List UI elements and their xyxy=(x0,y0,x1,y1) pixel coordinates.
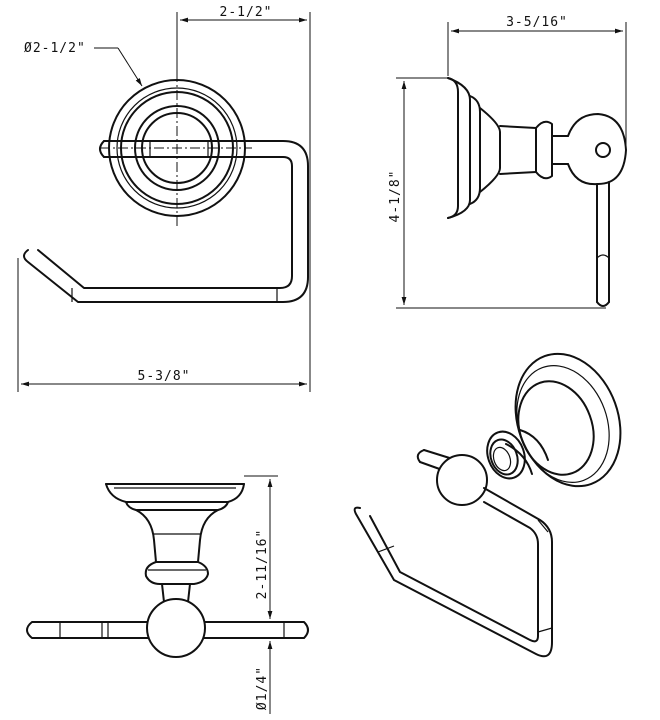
collar xyxy=(144,561,209,585)
end-ball-top-view xyxy=(146,598,206,658)
dim-overall-width-label: 5-3/8" xyxy=(138,369,191,384)
dim-rod-diameter-label: Ø1/4" xyxy=(255,666,270,710)
neck-flare-left xyxy=(135,509,157,563)
iso-arm-inner xyxy=(369,501,539,643)
iso-rosette-ring-3 xyxy=(517,380,595,476)
paper-holder-arm-outer xyxy=(23,140,309,303)
rod-top-view xyxy=(26,621,309,639)
dim-top-width-label: 2-1/2" xyxy=(220,5,273,20)
paper-holder-arm-inner xyxy=(37,156,293,289)
iso-arm-seam-1 xyxy=(537,519,549,533)
iso-neck-bottom xyxy=(505,443,533,475)
iso-end-ball xyxy=(436,454,488,506)
neck-flare-right xyxy=(197,509,219,563)
iso-arm-seam-3 xyxy=(377,545,395,553)
plate-dish xyxy=(105,483,245,503)
iso-collar-outer xyxy=(486,430,526,480)
iso-collar-core xyxy=(492,446,512,472)
end-ball xyxy=(567,113,627,186)
dim-projection-label: 2-11/16" xyxy=(255,529,270,600)
arm-side-end xyxy=(596,301,610,307)
neck-flare xyxy=(479,107,501,193)
iso-arm-outer xyxy=(353,487,553,658)
top-view: 2-11/16" Ø1/4" xyxy=(26,475,309,714)
iso-collar-inner xyxy=(489,438,519,476)
ball-neck-left xyxy=(161,583,165,603)
leader-line-diagonal xyxy=(117,47,143,87)
backplate-edge xyxy=(447,77,459,219)
rod-tip xyxy=(99,140,105,158)
neck-top xyxy=(499,125,537,129)
ball-neck-right xyxy=(187,583,191,603)
backplate-step xyxy=(469,95,481,205)
backplate-profile xyxy=(447,77,471,219)
plate-step xyxy=(125,501,229,511)
collar xyxy=(535,120,553,180)
neck-bottom xyxy=(499,171,537,175)
dim-depth-label: 3-5/16" xyxy=(506,15,568,30)
isometric-view xyxy=(353,352,622,658)
side-view: 3-5/16" 4-1/8" xyxy=(388,15,627,309)
rod-end-circle xyxy=(595,142,611,158)
front-view: 2-1/2" Ø2-1/2" 5-3/8" xyxy=(17,5,311,392)
dim-height-label: 4-1/8" xyxy=(388,170,403,223)
iso-arm-seam-2 xyxy=(537,627,553,633)
arm-side-seam xyxy=(596,254,610,259)
dim-base-diameter-label: Ø2-1/2" xyxy=(24,41,86,56)
iso-rod-tip-end xyxy=(416,449,425,463)
iso-neck-top xyxy=(519,429,549,461)
